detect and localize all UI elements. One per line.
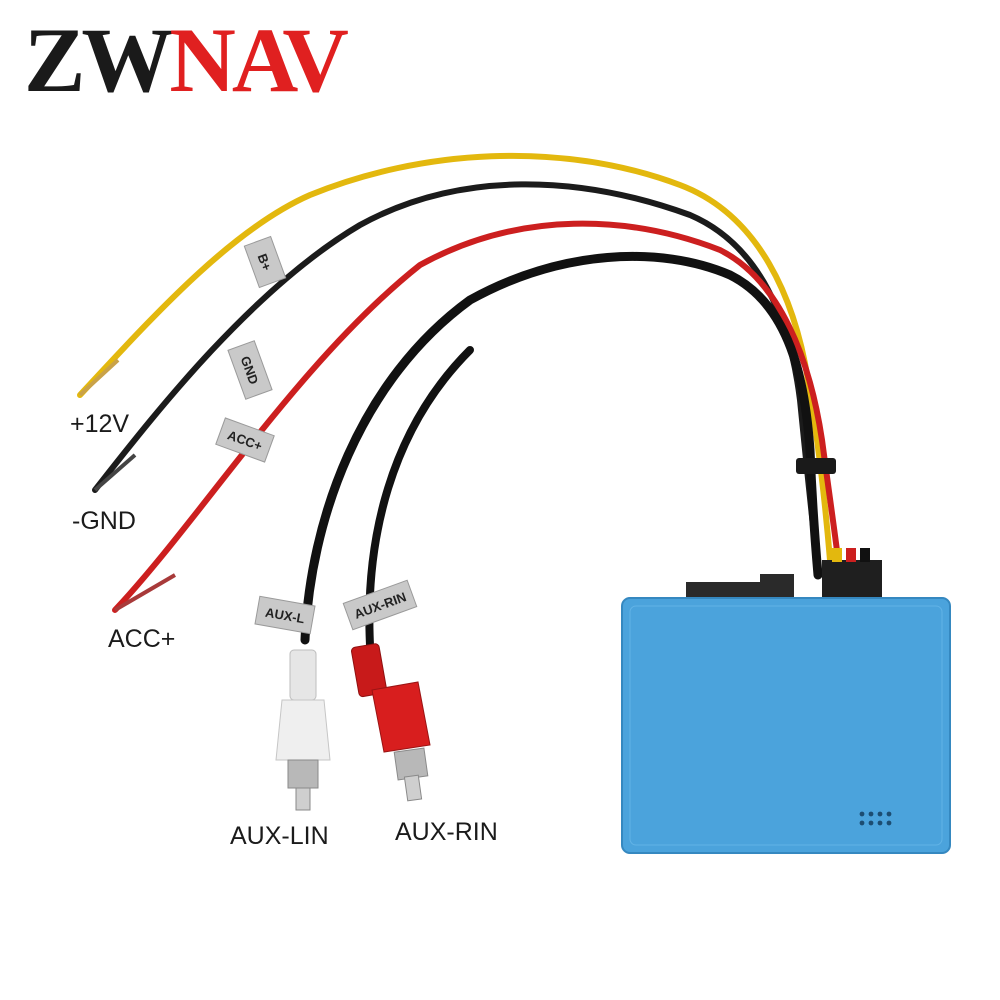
tag-aux-rin: AUX-RIN	[342, 579, 418, 631]
black-wire-stripped-end	[93, 453, 137, 492]
red-acc-wire	[112, 220, 843, 613]
cable-tie	[796, 458, 836, 474]
tag-aux-l-text: AUX-L	[264, 605, 306, 627]
microphone-holes	[859, 811, 892, 826]
yellow-wire-stripped-end	[78, 358, 120, 397]
rca-plug-white	[275, 649, 331, 811]
module-connector-right	[822, 548, 882, 604]
yellow-wire	[77, 152, 833, 563]
label-plus12v: +12V	[70, 410, 130, 438]
brand-logo: ZWNAV	[24, 14, 349, 106]
label-aux-lin: AUX-LIN	[230, 822, 329, 850]
label-acc: ACC+	[108, 625, 176, 653]
tag-aux-l: AUX-L	[254, 595, 316, 635]
tag-b-plus-text: B+	[255, 252, 275, 273]
tag-gnd: GND	[227, 340, 273, 400]
label-aux-rin: AUX-RIN	[395, 818, 498, 846]
logo-part-zw: ZW	[24, 9, 173, 111]
logo-part-nav: NAV	[169, 9, 348, 111]
red-wire-stripped-end	[113, 573, 177, 612]
label-gnd: -GND	[72, 507, 136, 535]
rca-plug-red	[351, 643, 431, 802]
tag-b-plus: B+	[243, 235, 287, 289]
black-gnd-wire	[92, 181, 821, 573]
blue-module	[621, 597, 951, 854]
tag-acc: ACC+	[215, 417, 275, 463]
